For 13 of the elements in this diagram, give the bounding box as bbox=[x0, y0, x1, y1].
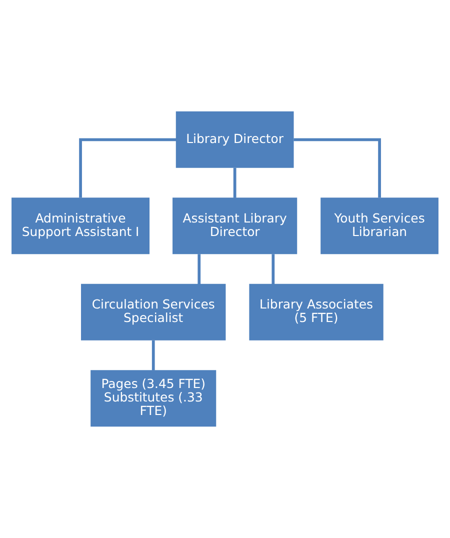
connector bbox=[152, 340, 155, 370]
node-box: Youth Services Librarian bbox=[320, 198, 438, 254]
connector bbox=[272, 254, 275, 284]
node-box: Pages (3.45 FTE) Substitutes (.33 FTE) bbox=[90, 370, 216, 427]
node-box: Library Director bbox=[176, 111, 294, 168]
connector bbox=[198, 254, 201, 284]
connector bbox=[79, 138, 176, 198]
node-box: Administrative Support Assistant I bbox=[12, 198, 150, 254]
connector bbox=[233, 168, 236, 198]
node-box: Library Associates (5 FTE) bbox=[249, 284, 384, 340]
connector bbox=[294, 138, 381, 198]
node-box: Circulation Services Specialist bbox=[81, 284, 226, 340]
node-box: Assistant Library Director bbox=[172, 198, 298, 254]
